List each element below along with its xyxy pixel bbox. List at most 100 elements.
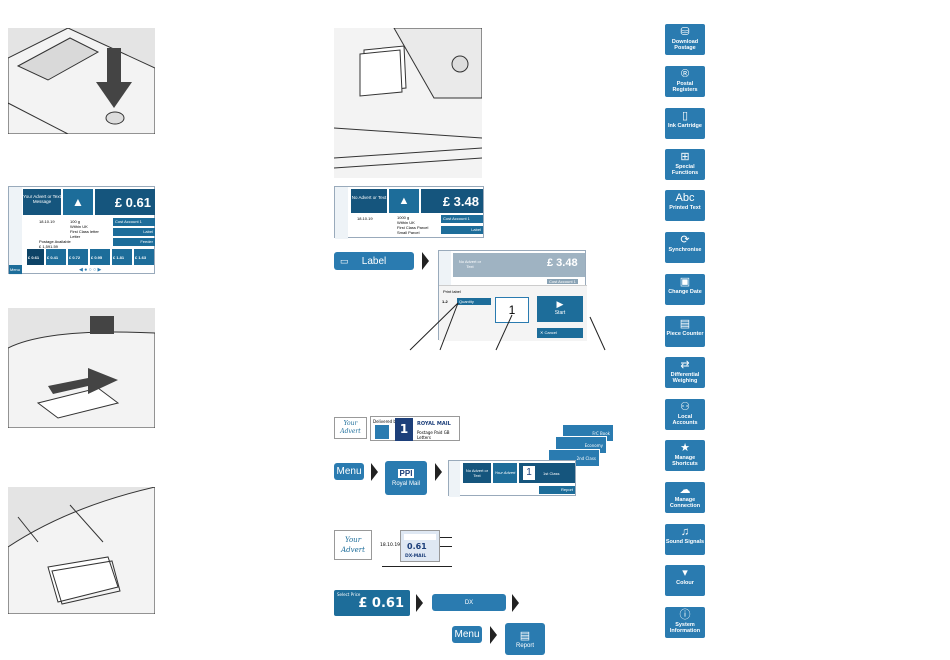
menu-btn[interactable]: Menu bbox=[9, 265, 22, 274]
main-screen-1: Your Advert or Text Message ▲ £ 0.61 18.… bbox=[8, 186, 155, 275]
label-dispenser-drawing bbox=[334, 28, 482, 178]
piece-counter-button[interactable]: ▤Piece Counter bbox=[665, 316, 705, 347]
register-icon: ® bbox=[680, 68, 690, 80]
play-icon: ▶ bbox=[556, 299, 564, 309]
cost-account-btn[interactable]: Cost Account 1 bbox=[113, 218, 155, 226]
manage-shortcuts-button[interactable]: ★Manage Shortcuts bbox=[665, 440, 705, 471]
select-price-button[interactable]: Select Price £ 0.61 bbox=[334, 590, 410, 616]
your-advert-tile[interactable]: Your Advert bbox=[493, 463, 517, 483]
quantity-label: Quantity bbox=[457, 298, 491, 305]
price-tile-c[interactable]: £ 0.95 bbox=[90, 249, 110, 265]
colour-button[interactable]: ▾Colour bbox=[665, 565, 705, 596]
grid-icon: ⊞ bbox=[680, 151, 690, 163]
dialog-callout-lines bbox=[409, 302, 606, 351]
label-icon: ▭ bbox=[340, 255, 349, 266]
side-panel bbox=[9, 187, 22, 275]
sound-signals-button[interactable]: ♫Sound Signals bbox=[665, 524, 705, 555]
local-accounts-button[interactable]: ⚇Local Accounts bbox=[665, 399, 705, 430]
dialog-title: Print label bbox=[443, 289, 461, 294]
arrow-right-icon bbox=[422, 252, 429, 270]
royal-mail-ppi-button[interactable]: PPI Royal Mail bbox=[385, 461, 427, 495]
download-icon: ⛁ bbox=[680, 26, 690, 38]
dialog-side-panel bbox=[439, 251, 451, 289]
ink-icon: ▯ bbox=[681, 110, 689, 122]
text-icon: Abc bbox=[675, 192, 695, 204]
advert-tile-3[interactable]: No Advert or Text bbox=[463, 463, 491, 483]
arrow-right-icon-5 bbox=[512, 594, 519, 612]
report-icon: ▤ bbox=[519, 630, 531, 642]
advert-tile[interactable]: Your Advert or Text Message bbox=[23, 189, 61, 215]
differential-weighing-button[interactable]: ⇄Differential Weighing bbox=[665, 357, 705, 388]
report-button-small[interactable]: Report bbox=[539, 486, 575, 494]
dialog-cost-account: Cost Account 1 bbox=[547, 279, 578, 284]
arrow-right-icon-3 bbox=[435, 463, 442, 481]
image-tile[interactable]: ▲ bbox=[63, 189, 93, 215]
stamp-one-icon: 1 bbox=[523, 466, 535, 480]
arrow-right-icon-4 bbox=[416, 594, 423, 612]
menu-button[interactable]: Menu bbox=[334, 463, 364, 480]
label-btn[interactable]: Label bbox=[113, 228, 155, 236]
your-advert-card: Your Advert bbox=[334, 417, 367, 439]
ink-cartridge-button[interactable]: ▯Ink Cartridge bbox=[665, 108, 705, 139]
menu-button-2[interactable]: Menu bbox=[452, 626, 482, 643]
cancel-button[interactable]: ✕ Cancel bbox=[537, 328, 583, 338]
advert-tile-2[interactable]: No Advert or Text bbox=[351, 189, 387, 213]
weight-info-2: 1000 g Within UK First Class Parcel Smal… bbox=[397, 215, 429, 235]
arrow-right-icon-6 bbox=[490, 626, 497, 644]
special-functions-button[interactable]: ⊞Special Functions bbox=[665, 149, 705, 180]
royal-mail-brand: ROYAL MAIL bbox=[417, 421, 451, 427]
ppi-logo: PPI bbox=[397, 469, 415, 478]
quantity-input[interactable]: 1 bbox=[495, 297, 529, 323]
music-icon: ♫ bbox=[680, 526, 690, 538]
price-tile-2[interactable]: £ 3.48 bbox=[421, 189, 483, 213]
side-panel-2 bbox=[335, 187, 348, 239]
your-advert-card-2: Your Advert bbox=[334, 530, 372, 560]
download-postage-button[interactable]: ⛁Download Postage bbox=[665, 24, 705, 55]
stamp-callout-3 bbox=[382, 566, 452, 567]
accounts-icon: ⚇ bbox=[680, 401, 690, 413]
cost-account-btn-2[interactable]: Cost Account 1 bbox=[441, 215, 483, 223]
price-tile-a[interactable]: £ 0.41 bbox=[46, 249, 66, 265]
illustration-feed-envelope bbox=[8, 308, 155, 428]
price-tile-b[interactable]: £ 0.72 bbox=[68, 249, 88, 265]
date-text: 18.10.19 bbox=[39, 219, 55, 224]
dialog-panel: Print label 1-2 Quantity 1 ▶ Start ✕ Can… bbox=[439, 285, 587, 341]
device-button-drawing bbox=[8, 28, 155, 134]
royal-mail-stripe: 1 bbox=[395, 418, 413, 441]
image-tile-2[interactable]: ▲ bbox=[389, 189, 419, 213]
weigh-icon: ⇄ bbox=[680, 359, 690, 371]
dx-button[interactable]: DX bbox=[432, 594, 506, 611]
feeder-btn[interactable]: Feeder bbox=[113, 238, 155, 246]
price-tile-d[interactable]: £ 1.81 bbox=[112, 249, 132, 265]
stamp-code: DX-MAIL bbox=[405, 554, 427, 559]
manage-connection-button[interactable]: ☁Manage Connection bbox=[665, 482, 705, 513]
print-label-dialog: No Advert or Text £ 3.48 Cost Account 1 … bbox=[438, 250, 587, 341]
price-tile[interactable]: £ 0.61 bbox=[95, 189, 155, 215]
label-button[interactable]: ▭ Label bbox=[334, 252, 414, 270]
start-button[interactable]: ▶ Start bbox=[537, 296, 583, 322]
illustration-press-button bbox=[8, 28, 155, 134]
main-screen-2: No Advert or Text ▲ £ 3.48 18.10.19 1000… bbox=[334, 186, 484, 239]
label-btn-2[interactable]: Label bbox=[441, 226, 483, 234]
price-tile-e[interactable]: £ 1.63 bbox=[134, 249, 154, 265]
postage-available: Postage Available £ 1,591.59 bbox=[39, 239, 71, 249]
date-text-2: 18.10.19 bbox=[357, 216, 373, 221]
price-tiles-row: £ 0.61 £ 0.41 £ 0.72 £ 0.95 £ 1.81 £ 1.6… bbox=[27, 249, 155, 265]
first-class-tile[interactable]: 1 1st Class bbox=[519, 463, 575, 483]
page-dots: ◀ ● ○ ○ ▶ bbox=[79, 267, 102, 273]
stamp-callout-2 bbox=[440, 546, 452, 547]
report-button[interactable]: ▤ Report bbox=[505, 623, 545, 655]
postal-registers-button[interactable]: ®Postal Registers bbox=[665, 66, 705, 97]
cloud-icon: ☁ bbox=[679, 484, 691, 496]
franking-stamp: 0.61 DX-MAIL bbox=[400, 530, 440, 562]
device-stack-drawing bbox=[8, 487, 155, 614]
synchronise-button[interactable]: ⟳Synchronise bbox=[665, 232, 705, 263]
dialog-background-tiles bbox=[453, 253, 585, 277]
change-date-button[interactable]: ▣Change Date bbox=[665, 274, 705, 305]
stamp-value: 0.61 bbox=[407, 542, 427, 551]
price-tile-selected[interactable]: £ 0.61 bbox=[27, 249, 44, 265]
counter-icon: ▤ bbox=[679, 318, 691, 330]
royal-mail-sub: Postage Paid GB Letters bbox=[417, 430, 450, 440]
